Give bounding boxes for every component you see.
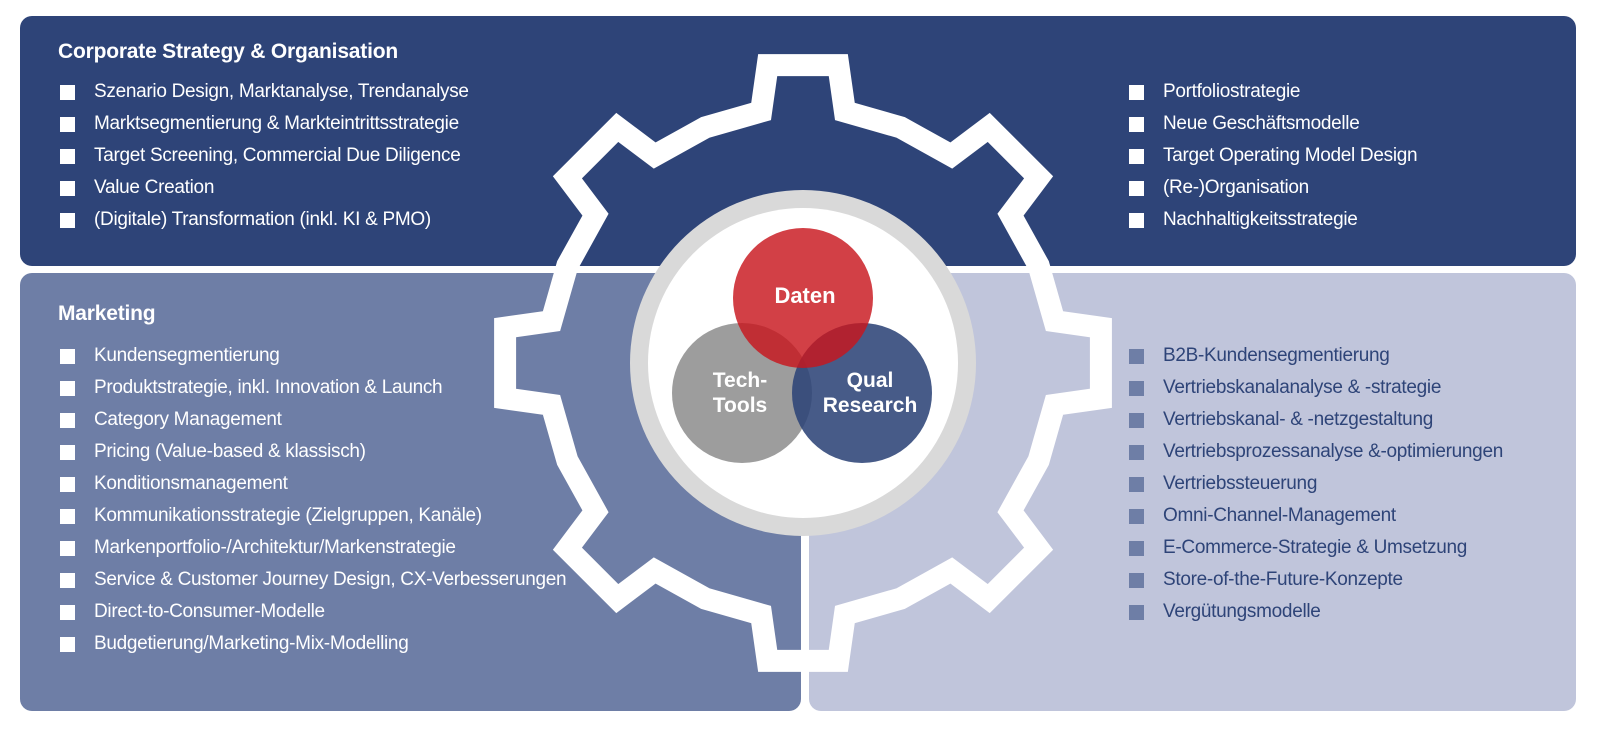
list-item: Kundensegmentierung — [60, 340, 566, 372]
square-bullet-icon — [1129, 117, 1144, 132]
square-bullet-icon — [1129, 85, 1144, 100]
square-bullet-icon — [1129, 605, 1144, 620]
list-item: Target Operating Model Design — [1129, 140, 1418, 172]
list-item: Category Management — [60, 404, 566, 436]
square-bullet-icon — [1129, 149, 1144, 164]
corporate-left-list: Szenario Design, Marktanalyse, Trendanal… — [60, 76, 469, 236]
list-item: Marktsegmentierung & Markteintrittsstrat… — [60, 108, 469, 140]
square-bullet-icon — [60, 605, 75, 620]
square-bullet-icon — [1129, 573, 1144, 588]
venn-label-qual-line2: Research — [823, 394, 918, 417]
square-bullet-icon — [1129, 477, 1144, 492]
list-item: E-Commerce-Strategie & Umsetzung — [1129, 532, 1503, 564]
venn-label-daten: Daten — [774, 283, 835, 308]
square-bullet-icon — [1129, 541, 1144, 556]
venn-label-tech-line1: Tech- — [713, 369, 767, 392]
venn-circle-daten — [733, 228, 873, 368]
list-item: Kommunikationsstrategie (Zielgruppen, Ka… — [60, 500, 566, 532]
list-item: Produktstrategie, inkl. Innovation & Lau… — [60, 372, 566, 404]
list-item: Direct-to-Consumer-Modelle — [60, 596, 566, 628]
square-bullet-icon — [1129, 213, 1144, 228]
list-item: Vergütungsmodelle — [1129, 596, 1503, 628]
venn-diagram: Daten Tech- Tools Qual Research — [672, 228, 932, 463]
square-bullet-icon — [60, 413, 75, 428]
sales-list: B2B-Kundensegmentierung Vertriebskanalan… — [1129, 340, 1503, 628]
list-item: Neue Geschäftsmodelle — [1129, 108, 1417, 140]
square-bullet-icon — [60, 213, 75, 228]
square-bullet-icon — [60, 477, 75, 492]
square-bullet-icon — [1129, 381, 1144, 396]
list-item: Vertriebskanal- & -netzgestaltung — [1129, 404, 1503, 436]
square-bullet-icon — [60, 181, 75, 196]
list-item: Vertriebsprozessanalyse &-optimierungen — [1129, 436, 1503, 468]
list-item: Szenario Design, Marktanalyse, Trendanal… — [60, 76, 469, 108]
list-item: Omni-Channel-Management — [1129, 500, 1503, 532]
list-item: Nachhaltigkeitsstrategie — [1129, 204, 1417, 236]
list-item: Target Screening, Commercial Due Diligen… — [60, 140, 469, 172]
list-item: Vertriebssteuerung — [1129, 468, 1503, 500]
square-bullet-icon — [60, 85, 75, 100]
marketing-title: Marketing — [58, 302, 156, 325]
list-item: (Re-)Organisation — [1129, 172, 1417, 204]
corporate-strategy-title: Corporate Strategy & Organisation — [58, 40, 398, 63]
venn-label-tech-line2: Tools — [713, 394, 767, 417]
square-bullet-icon — [60, 349, 75, 364]
square-bullet-icon — [60, 149, 75, 164]
square-bullet-icon — [60, 573, 75, 588]
square-bullet-icon — [1129, 413, 1144, 428]
square-bullet-icon — [60, 541, 75, 556]
list-item: B2B-Kundensegmentierung — [1129, 340, 1503, 372]
square-bullet-icon — [60, 509, 75, 524]
list-item: Value Creation — [60, 172, 469, 204]
list-item: (Digitale) Transformation (inkl. KI & PM… — [60, 204, 469, 236]
square-bullet-icon — [1129, 445, 1144, 460]
list-item: Pricing (Value-based & klassisch) — [60, 436, 566, 468]
venn-label-qual-line1: Qual — [847, 369, 894, 392]
square-bullet-icon — [60, 381, 75, 396]
list-item: Budgetierung/Marketing-Mix-Modelling — [60, 628, 566, 660]
gear-outline — [494, 54, 1112, 672]
square-bullet-icon — [1129, 349, 1144, 364]
list-item: Markenportfolio-/Architektur/Markenstrat… — [60, 532, 566, 564]
list-item: Vertriebskanalanalyse & -strategie — [1129, 372, 1503, 404]
list-item: Portfoliostrategie — [1129, 76, 1417, 108]
square-bullet-icon — [60, 117, 75, 132]
square-bullet-icon — [1129, 181, 1144, 196]
marketing-list: Kundensegmentierung Produktstrategie, in… — [60, 340, 567, 660]
list-item: Store-of-the-Future-Konzepte — [1129, 564, 1503, 596]
square-bullet-icon — [60, 445, 75, 460]
corporate-right-list: Portfoliostrategie Neue Geschäftsmodelle… — [1129, 76, 1418, 236]
list-item: Konditionsmanagement — [60, 468, 566, 500]
square-bullet-icon — [1129, 509, 1144, 524]
square-bullet-icon — [60, 637, 75, 652]
list-item: Service & Customer Journey Design, CX-Ve… — [60, 564, 567, 596]
